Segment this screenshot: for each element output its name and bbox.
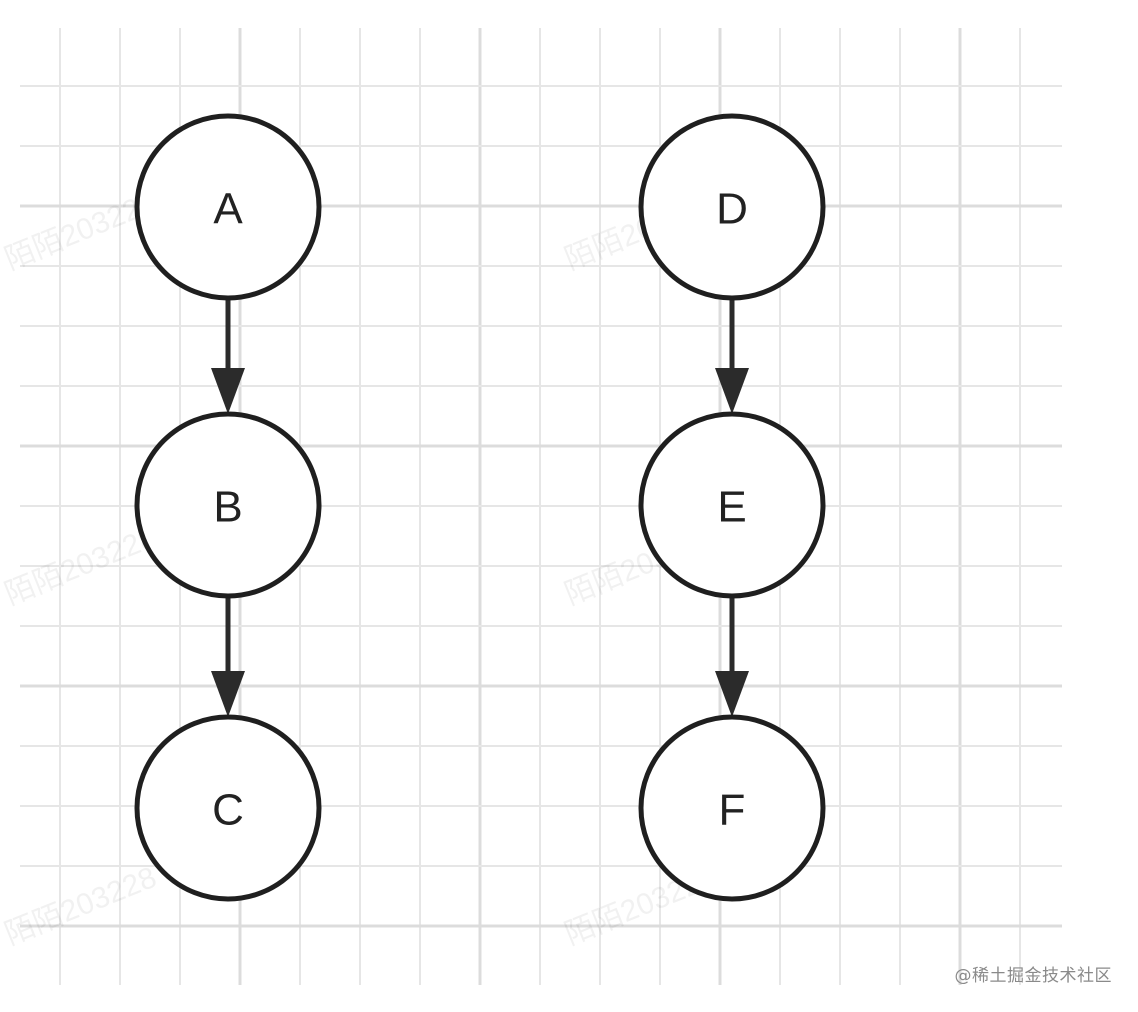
node-circle xyxy=(134,113,322,301)
node-a: A xyxy=(134,113,322,301)
node-circle xyxy=(638,411,826,599)
node-circle xyxy=(134,714,322,902)
edge-layer xyxy=(211,298,749,717)
arrowhead xyxy=(715,368,749,414)
node-circle xyxy=(638,113,826,301)
node-e: E xyxy=(638,411,826,599)
node-c: C xyxy=(134,714,322,902)
node-f: F xyxy=(638,714,826,902)
watermark-text: 陌陌203228 xyxy=(0,861,161,952)
node-label: E xyxy=(717,483,746,532)
arrowhead xyxy=(715,671,749,717)
arrowhead xyxy=(211,368,245,414)
node-circle xyxy=(134,411,322,599)
node-label: A xyxy=(213,185,243,234)
node-b: B xyxy=(134,411,322,599)
edge-a-to-b xyxy=(211,298,245,414)
edge-b-to-c xyxy=(211,596,245,717)
node-label: B xyxy=(213,483,242,532)
arrowhead xyxy=(211,671,245,717)
edge-e-to-f xyxy=(715,596,749,717)
edge-d-to-e xyxy=(715,298,749,414)
node-layer: A B C D E F xyxy=(134,113,826,902)
node-d: D xyxy=(638,113,826,301)
node-label: D xyxy=(716,185,748,234)
node-circle xyxy=(638,714,826,902)
node-label: F xyxy=(719,786,746,835)
node-label: C xyxy=(212,786,244,835)
credit-label: @稀土掘金技术社区 xyxy=(954,966,1112,986)
